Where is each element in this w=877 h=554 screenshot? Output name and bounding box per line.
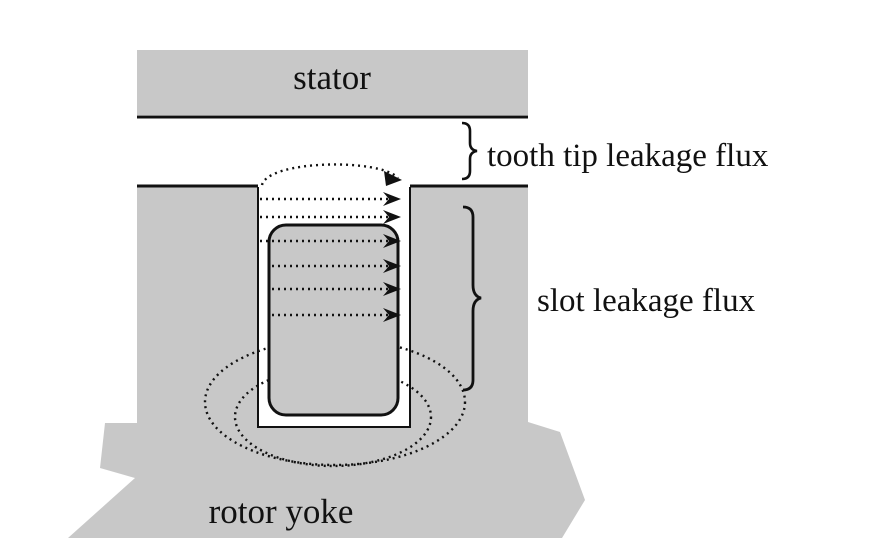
stator-label: stator: [293, 58, 371, 97]
tooth-tip-brace: [461, 121, 478, 181]
rotor-yoke-label: rotor yoke: [209, 492, 354, 531]
rotor-iron: [68, 187, 585, 538]
slot-flux-arrowhead: [383, 259, 401, 273]
slot-label: slot leakage flux: [537, 283, 756, 319]
tooth-tip-label: tooth tip leakage flux: [487, 138, 769, 174]
slot-brace: [462, 205, 482, 392]
slot-coil: [267, 223, 400, 417]
slot-flux-lines: [260, 192, 401, 322]
tooth-tip-flux-arc: [260, 163, 399, 186]
slot-outline: [257, 187, 411, 428]
slot-flux-arrowhead: [383, 234, 401, 248]
stator-block: [137, 50, 528, 115]
slot-flux-arrowhead: [383, 210, 401, 224]
slot-flux-arrowhead: [383, 282, 401, 296]
tooth-tip-flux-arrowhead: [384, 171, 402, 186]
slot-flux-arrowhead: [383, 308, 401, 322]
slot-flux-arrowhead: [383, 192, 401, 206]
